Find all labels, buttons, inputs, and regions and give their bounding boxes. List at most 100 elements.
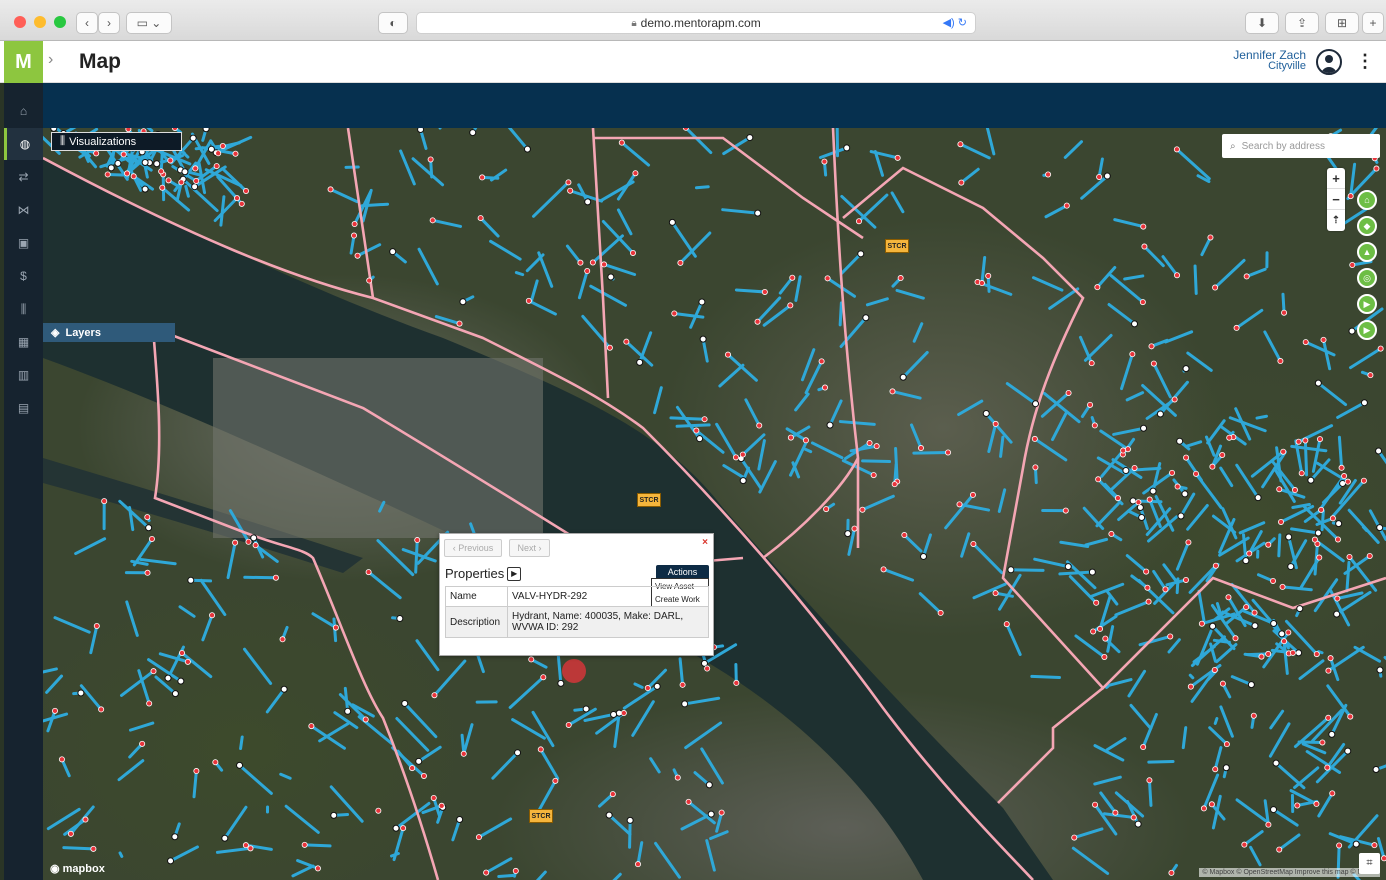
water-pipe[interactable]	[62, 846, 95, 851]
water-pipe[interactable]	[378, 500, 386, 513]
hydrant-marker[interactable]	[243, 187, 250, 194]
water-pipe[interactable]	[360, 202, 390, 208]
water-pipe[interactable]	[1226, 595, 1247, 628]
water-pipe[interactable]	[43, 667, 58, 674]
hydrant-marker[interactable]	[1093, 599, 1100, 606]
actions-button[interactable]: Actions	[656, 565, 709, 578]
map-canvas[interactable]	[43, 128, 1386, 880]
valve-marker[interactable]	[1335, 520, 1343, 528]
caret-right-icon[interactable]: ▶	[507, 566, 522, 581]
water-pipe[interactable]	[1099, 429, 1130, 451]
hydrant-marker[interactable]	[414, 537, 421, 544]
hydrant-marker[interactable]	[894, 154, 901, 161]
water-pipe[interactable]	[602, 262, 637, 276]
water-pipe[interactable]	[523, 870, 547, 880]
water-pipe[interactable]	[734, 288, 767, 294]
water-pipe[interactable]	[1376, 837, 1386, 860]
hydrant-marker[interactable]	[823, 506, 830, 513]
road-icon[interactable]: ▲	[1357, 242, 1377, 262]
water-pipe[interactable]	[1175, 540, 1190, 571]
valve-marker[interactable]	[114, 159, 122, 167]
hydrant-marker[interactable]	[1174, 272, 1181, 279]
water-pipe[interactable]	[689, 300, 704, 329]
water-pipe[interactable]	[525, 253, 545, 273]
hydrant-marker[interactable]	[272, 574, 279, 581]
valve-marker[interactable]	[189, 134, 197, 142]
hydrant-marker[interactable]	[525, 297, 532, 304]
water-pipe[interactable]	[857, 193, 889, 223]
water-pipe[interactable]	[178, 605, 196, 618]
water-pipe[interactable]	[1361, 525, 1369, 533]
hydrant-marker[interactable]	[1168, 869, 1175, 876]
water-pipe[interactable]	[672, 311, 705, 319]
water-pipe[interactable]	[69, 805, 95, 836]
hydrant-marker[interactable]	[671, 310, 678, 317]
water-pipe[interactable]	[291, 864, 315, 878]
water-pipe[interactable]	[118, 851, 124, 858]
water-pipe[interactable]	[180, 651, 213, 679]
valve-marker[interactable]	[469, 129, 477, 137]
water-pipe[interactable]	[890, 191, 905, 214]
valve-marker[interactable]	[1242, 557, 1250, 565]
hydrant-marker[interactable]	[677, 259, 684, 266]
water-pipe[interactable]	[1113, 218, 1145, 229]
hydrant-marker[interactable]	[431, 692, 438, 699]
water-pipe[interactable]	[1301, 742, 1327, 755]
water-pipe[interactable]	[1303, 438, 1309, 477]
hydrant-marker[interactable]	[1233, 324, 1240, 331]
hydrant-marker[interactable]	[584, 268, 591, 275]
hydrant-marker[interactable]	[754, 318, 761, 325]
water-pipe[interactable]	[1030, 674, 1061, 679]
water-pipe[interactable]	[987, 422, 998, 454]
water-pipe[interactable]	[1261, 450, 1287, 489]
water-pipe[interactable]	[1272, 808, 1299, 827]
valve-marker[interactable]	[626, 816, 634, 824]
water-pipe[interactable]	[367, 570, 402, 600]
valve-marker[interactable]	[177, 677, 185, 685]
valve-marker[interactable]	[862, 314, 870, 322]
hydrant-marker[interactable]	[1367, 372, 1374, 379]
valve-marker[interactable]	[171, 690, 179, 698]
sidebar-item-network[interactable]: ⋈	[4, 194, 43, 226]
hydrant-marker[interactable]	[969, 491, 976, 498]
water-pipe[interactable]	[252, 536, 265, 559]
hydrant-marker[interactable]	[818, 358, 825, 365]
next-button[interactable]: Next ›	[509, 539, 550, 557]
water-pipe[interactable]	[1188, 564, 1218, 594]
water-pipe[interactable]	[1123, 274, 1145, 281]
valve-marker[interactable]	[605, 811, 613, 819]
water-pipe[interactable]	[1329, 589, 1351, 627]
hydrant-marker[interactable]	[724, 351, 731, 358]
water-pipe[interactable]	[1084, 537, 1109, 547]
water-pipe[interactable]	[74, 537, 107, 556]
water-pipe[interactable]	[158, 652, 190, 664]
water-pipe[interactable]	[804, 359, 824, 395]
valve-marker[interactable]	[1140, 424, 1148, 432]
hydrant-marker[interactable]	[1092, 801, 1099, 808]
valve-marker[interactable]	[1209, 622, 1217, 630]
share-icon[interactable]: ⇪	[1285, 12, 1319, 34]
hydrant-marker[interactable]	[880, 566, 887, 573]
water-pipe[interactable]	[89, 624, 99, 655]
valve-marker[interactable]	[153, 160, 161, 168]
stcr-marker[interactable]: STCR	[637, 493, 661, 507]
valve-marker[interactable]	[582, 705, 590, 713]
water-pipe[interactable]	[1063, 140, 1083, 159]
locate-icon[interactable]: ◎	[1357, 268, 1377, 288]
hydrant-marker[interactable]	[1173, 146, 1180, 153]
hydrant-marker[interactable]	[565, 721, 572, 728]
water-pipe[interactable]	[1033, 437, 1068, 462]
sidebar-item-portfolio[interactable]: ▣	[4, 227, 43, 259]
water-pipe[interactable]	[1186, 504, 1209, 531]
valve-marker[interactable]	[707, 810, 715, 818]
water-pipe[interactable]	[653, 386, 663, 415]
hydrant-marker[interactable]	[375, 807, 382, 814]
hydrant-marker[interactable]	[1265, 541, 1272, 548]
fullscreen-icon[interactable]: ⌗	[1359, 853, 1380, 874]
water-pipe[interactable]	[1322, 338, 1332, 371]
water-pipe[interactable]	[1277, 487, 1306, 499]
hydrant-marker[interactable]	[512, 867, 519, 874]
hydrant-marker[interactable]	[1223, 741, 1230, 748]
water-pipe[interactable]	[984, 412, 1013, 444]
water-pipe[interactable]	[1263, 799, 1270, 827]
